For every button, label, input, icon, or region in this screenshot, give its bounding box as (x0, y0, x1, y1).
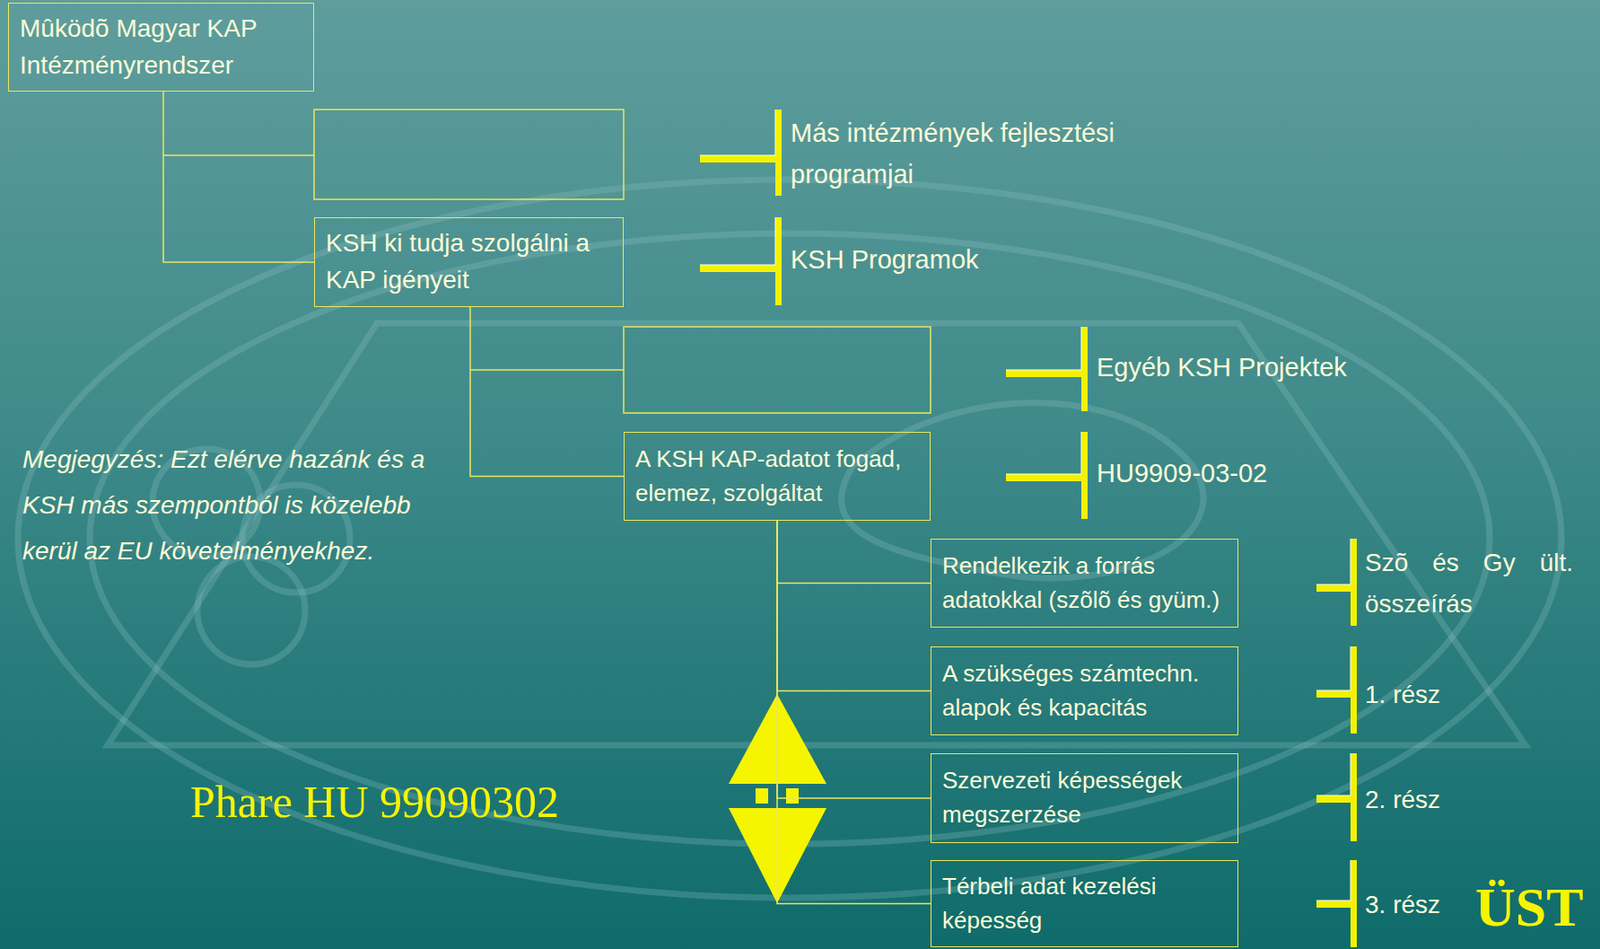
project-label: Egyéb KSH Projektek (1096, 349, 1474, 385)
tree-connector (777, 520, 931, 584)
box-text: Mûködõ Magyar KAP Intézményrendszer (19, 10, 303, 84)
programme-title: Phare HU 99090302 (190, 774, 657, 829)
part-label: 3. rész (1364, 886, 1471, 923)
program-label: KSH Programok (790, 241, 1114, 278)
box-text: A KSH KAP-adatot fogad, elemez, szolgált… (635, 442, 919, 510)
tree-connector (163, 91, 315, 263)
tree-connector (777, 520, 931, 691)
box-text: A szükséges számtechn. alapok és kapacit… (942, 656, 1227, 725)
tree-connector (777, 520, 931, 798)
watermark-fruit (841, 402, 1204, 578)
process-box: Mûködõ Magyar KAP Intézményrendszer (8, 2, 315, 92)
bracket (699, 109, 782, 196)
process-box: A szükséges számtechn. alapok és kapacit… (930, 646, 1239, 735)
tree-connector (777, 520, 931, 904)
part-label: 2. rész (1364, 781, 1545, 818)
part-label: Szõ és Gy ült. összeírás (1364, 542, 1574, 625)
box-text: KSH ki tudja szolgálni a KAP igényeit (325, 225, 613, 298)
process-box: A KSH KAP-adatot fogad, elemez, szolgált… (623, 431, 931, 521)
box-text: Térbeli adat kezelési képesség (942, 869, 1227, 937)
part-label: 1. rész (1364, 676, 1545, 713)
arrow-bar (755, 787, 769, 804)
tree-connector (470, 306, 624, 477)
empty-box (314, 109, 624, 200)
note-text: Megjegyzés: Ezt elérve hazánk és a KSH m… (22, 436, 455, 574)
branch-line (163, 154, 315, 157)
process-box: Szervezeti képességek megszerzése (930, 752, 1239, 843)
process-box: Térbeli adat kezelési képesség (930, 859, 1239, 947)
program-label: Más intézmények fejlesztési programjai (790, 112, 1168, 195)
brackets (699, 109, 1357, 947)
empty-box (623, 326, 931, 413)
watermark-plate (107, 323, 1526, 745)
branch-line (470, 368, 624, 371)
box-text: Szervezeti képességek megszerzése (942, 763, 1227, 831)
bracket (699, 217, 782, 306)
watermark-grape (197, 556, 306, 665)
arrow-bar (786, 787, 799, 804)
box-text: Rendelkezik a forrás adatokkal (szõlõ és… (942, 549, 1227, 617)
bracket (1005, 431, 1088, 519)
watermark (17, 179, 1562, 898)
bracket (1005, 326, 1088, 411)
watermark-ellipse (17, 179, 1562, 898)
process-box: KSH ki tudja szolgálni a KAP igényeit (314, 217, 624, 307)
logo-text: ÜST (1475, 874, 1596, 938)
project-code: HU9909-03-02 (1096, 454, 1384, 491)
process-box: Rendelkezik a forrás adatokkal (szõlõ és… (930, 538, 1239, 628)
